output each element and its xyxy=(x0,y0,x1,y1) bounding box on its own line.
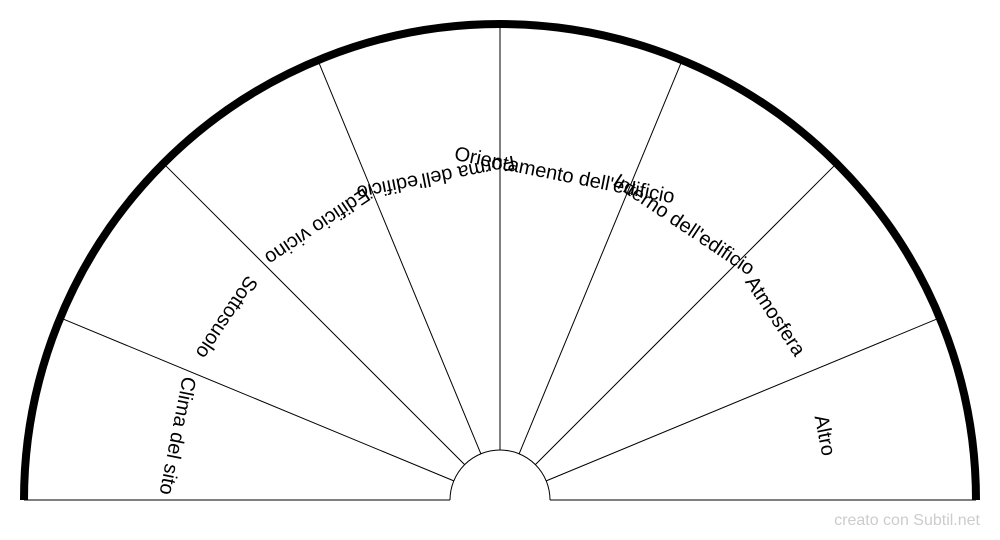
sector-divider xyxy=(317,60,482,454)
sector-divider xyxy=(535,163,837,465)
outer-arc xyxy=(20,20,980,501)
sector-label: Atmosfera xyxy=(741,272,810,361)
sector-divider xyxy=(163,163,465,465)
sector-label: Altro xyxy=(810,413,840,458)
sector-label: Edificio vicino xyxy=(261,183,374,269)
sector-label: Interno dell'edificio xyxy=(609,170,758,280)
sector-divider xyxy=(546,317,940,482)
sector-divider-lines xyxy=(60,24,940,482)
credit-watermark: creato con Subtil.net xyxy=(834,512,980,529)
inner-semicircle xyxy=(449,449,551,501)
sector-divider xyxy=(518,60,683,454)
sector-label: Clima del sito xyxy=(155,375,200,497)
sector-divider xyxy=(60,317,454,482)
sector-label: Sottosuolo xyxy=(191,272,262,363)
